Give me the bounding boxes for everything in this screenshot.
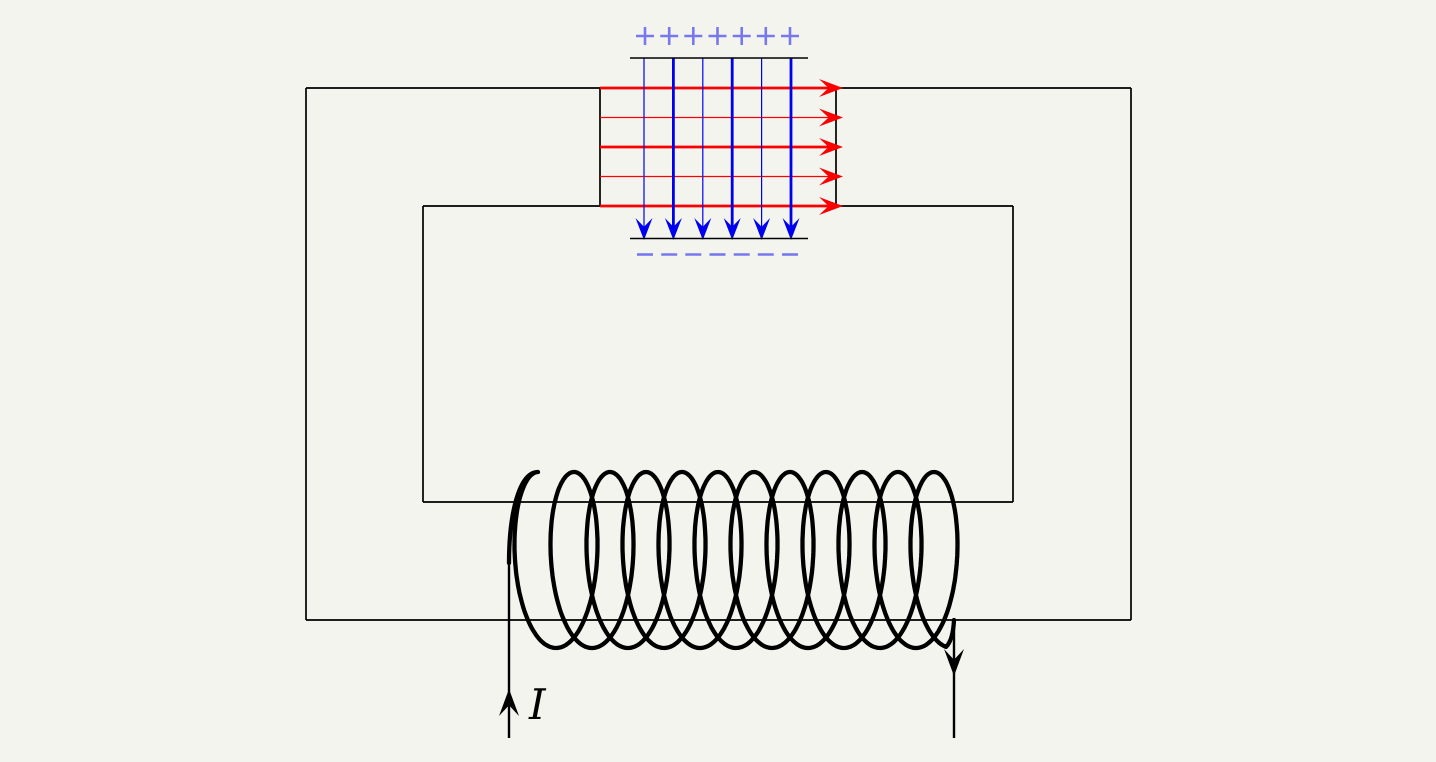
current-label: I — [528, 680, 547, 729]
e-field-arrowhead — [782, 218, 800, 240]
b-field-arrowhead — [819, 138, 843, 156]
e-field-arrowhead — [635, 218, 653, 240]
current-arrow-down — [944, 649, 964, 676]
b-field-arrowhead — [819, 167, 843, 186]
capacitor-plates — [630, 27, 808, 256]
e-field-arrowhead — [664, 218, 682, 240]
e-field-arrowhead — [694, 218, 712, 240]
b-field-arrowhead — [819, 79, 843, 97]
b-field-arrowhead — [819, 108, 843, 127]
e-field-arrowhead — [723, 218, 741, 240]
e-field-lines — [635, 58, 800, 240]
coil-winding — [506, 469, 960, 651]
current-arrows — [499, 649, 964, 716]
b-field-lines — [600, 79, 843, 215]
b-field-arrowhead — [819, 197, 843, 215]
magnetic-core-outline — [305, 87, 1132, 621]
e-field-arrowhead — [753, 218, 771, 240]
coil — [506, 469, 960, 738]
magnetic-core — [305, 87, 1132, 621]
current-arrow-up — [499, 689, 519, 716]
